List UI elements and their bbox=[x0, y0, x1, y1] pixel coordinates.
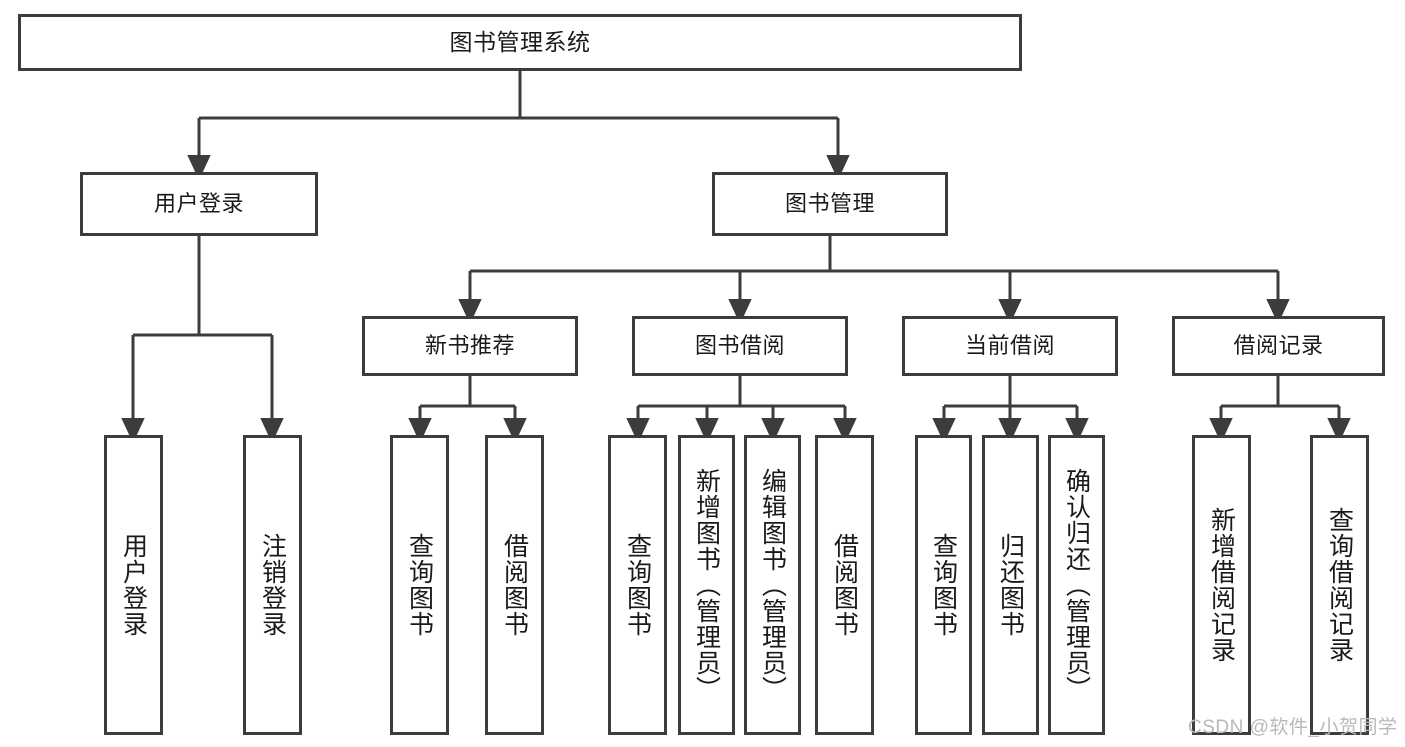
leaf-current-borrow-confirm-return[interactable]: 确认归还（管理员） bbox=[1048, 435, 1105, 735]
leaf-new-book-query[interactable]: 查询图书 bbox=[390, 435, 449, 735]
node-label: 归还图书 bbox=[996, 533, 1025, 637]
node-book-borrow[interactable]: 图书借阅 bbox=[632, 316, 848, 376]
node-new-book-recommend[interactable]: 新书推荐 bbox=[362, 316, 578, 376]
node-label: 借阅图书 bbox=[500, 533, 529, 637]
watermark: CSDN @软件_小贺同学 bbox=[1188, 717, 1398, 738]
node-label: 编辑图书（管理员） bbox=[758, 468, 787, 702]
leaf-book-borrow-add[interactable]: 新增图书（管理员） bbox=[678, 435, 735, 735]
node-label: 查询借阅记录 bbox=[1325, 507, 1354, 663]
node-current-borrow[interactable]: 当前借阅 bbox=[902, 316, 1118, 376]
node-label: 确认归还（管理员） bbox=[1062, 468, 1091, 702]
node-label: 新增借阅记录 bbox=[1207, 507, 1236, 663]
node-label: 图书管理 bbox=[784, 190, 875, 216]
node-label: 借阅记录 bbox=[1233, 332, 1324, 358]
leaf-book-borrow-lend[interactable]: 借阅图书 bbox=[815, 435, 874, 735]
leaf-new-book-borrow[interactable]: 借阅图书 bbox=[485, 435, 544, 735]
leaf-book-borrow-edit[interactable]: 编辑图书（管理员） bbox=[744, 435, 801, 735]
node-label: 借阅图书 bbox=[830, 533, 859, 637]
node-label: 用户登录 bbox=[153, 190, 244, 216]
node-label: 图书借阅 bbox=[694, 332, 785, 358]
leaf-user-login-signout[interactable]: 注销登录 bbox=[243, 435, 302, 735]
node-root-system[interactable]: 图书管理系统 bbox=[18, 14, 1022, 71]
node-label: 新书推荐 bbox=[424, 332, 515, 358]
node-user-login[interactable]: 用户登录 bbox=[80, 172, 318, 236]
leaf-borrow-record-add[interactable]: 新增借阅记录 bbox=[1192, 435, 1251, 735]
node-label: 用户登录 bbox=[119, 533, 148, 637]
node-label: 注销登录 bbox=[258, 533, 287, 637]
leaf-borrow-record-query[interactable]: 查询借阅记录 bbox=[1310, 435, 1369, 735]
node-book-management[interactable]: 图书管理 bbox=[712, 172, 948, 236]
node-borrow-record[interactable]: 借阅记录 bbox=[1172, 316, 1385, 376]
node-label: 查询图书 bbox=[623, 533, 652, 637]
leaf-user-login-signin[interactable]: 用户登录 bbox=[104, 435, 163, 735]
leaf-current-borrow-return[interactable]: 归还图书 bbox=[982, 435, 1039, 735]
leaf-book-borrow-query[interactable]: 查询图书 bbox=[608, 435, 667, 735]
node-label: 图书管理系统 bbox=[449, 28, 591, 55]
node-label: 当前借阅 bbox=[964, 332, 1055, 358]
leaf-current-borrow-query[interactable]: 查询图书 bbox=[915, 435, 972, 735]
node-label: 查询图书 bbox=[929, 533, 958, 637]
node-label: 新增图书（管理员） bbox=[692, 468, 721, 702]
node-label: 查询图书 bbox=[405, 533, 434, 637]
